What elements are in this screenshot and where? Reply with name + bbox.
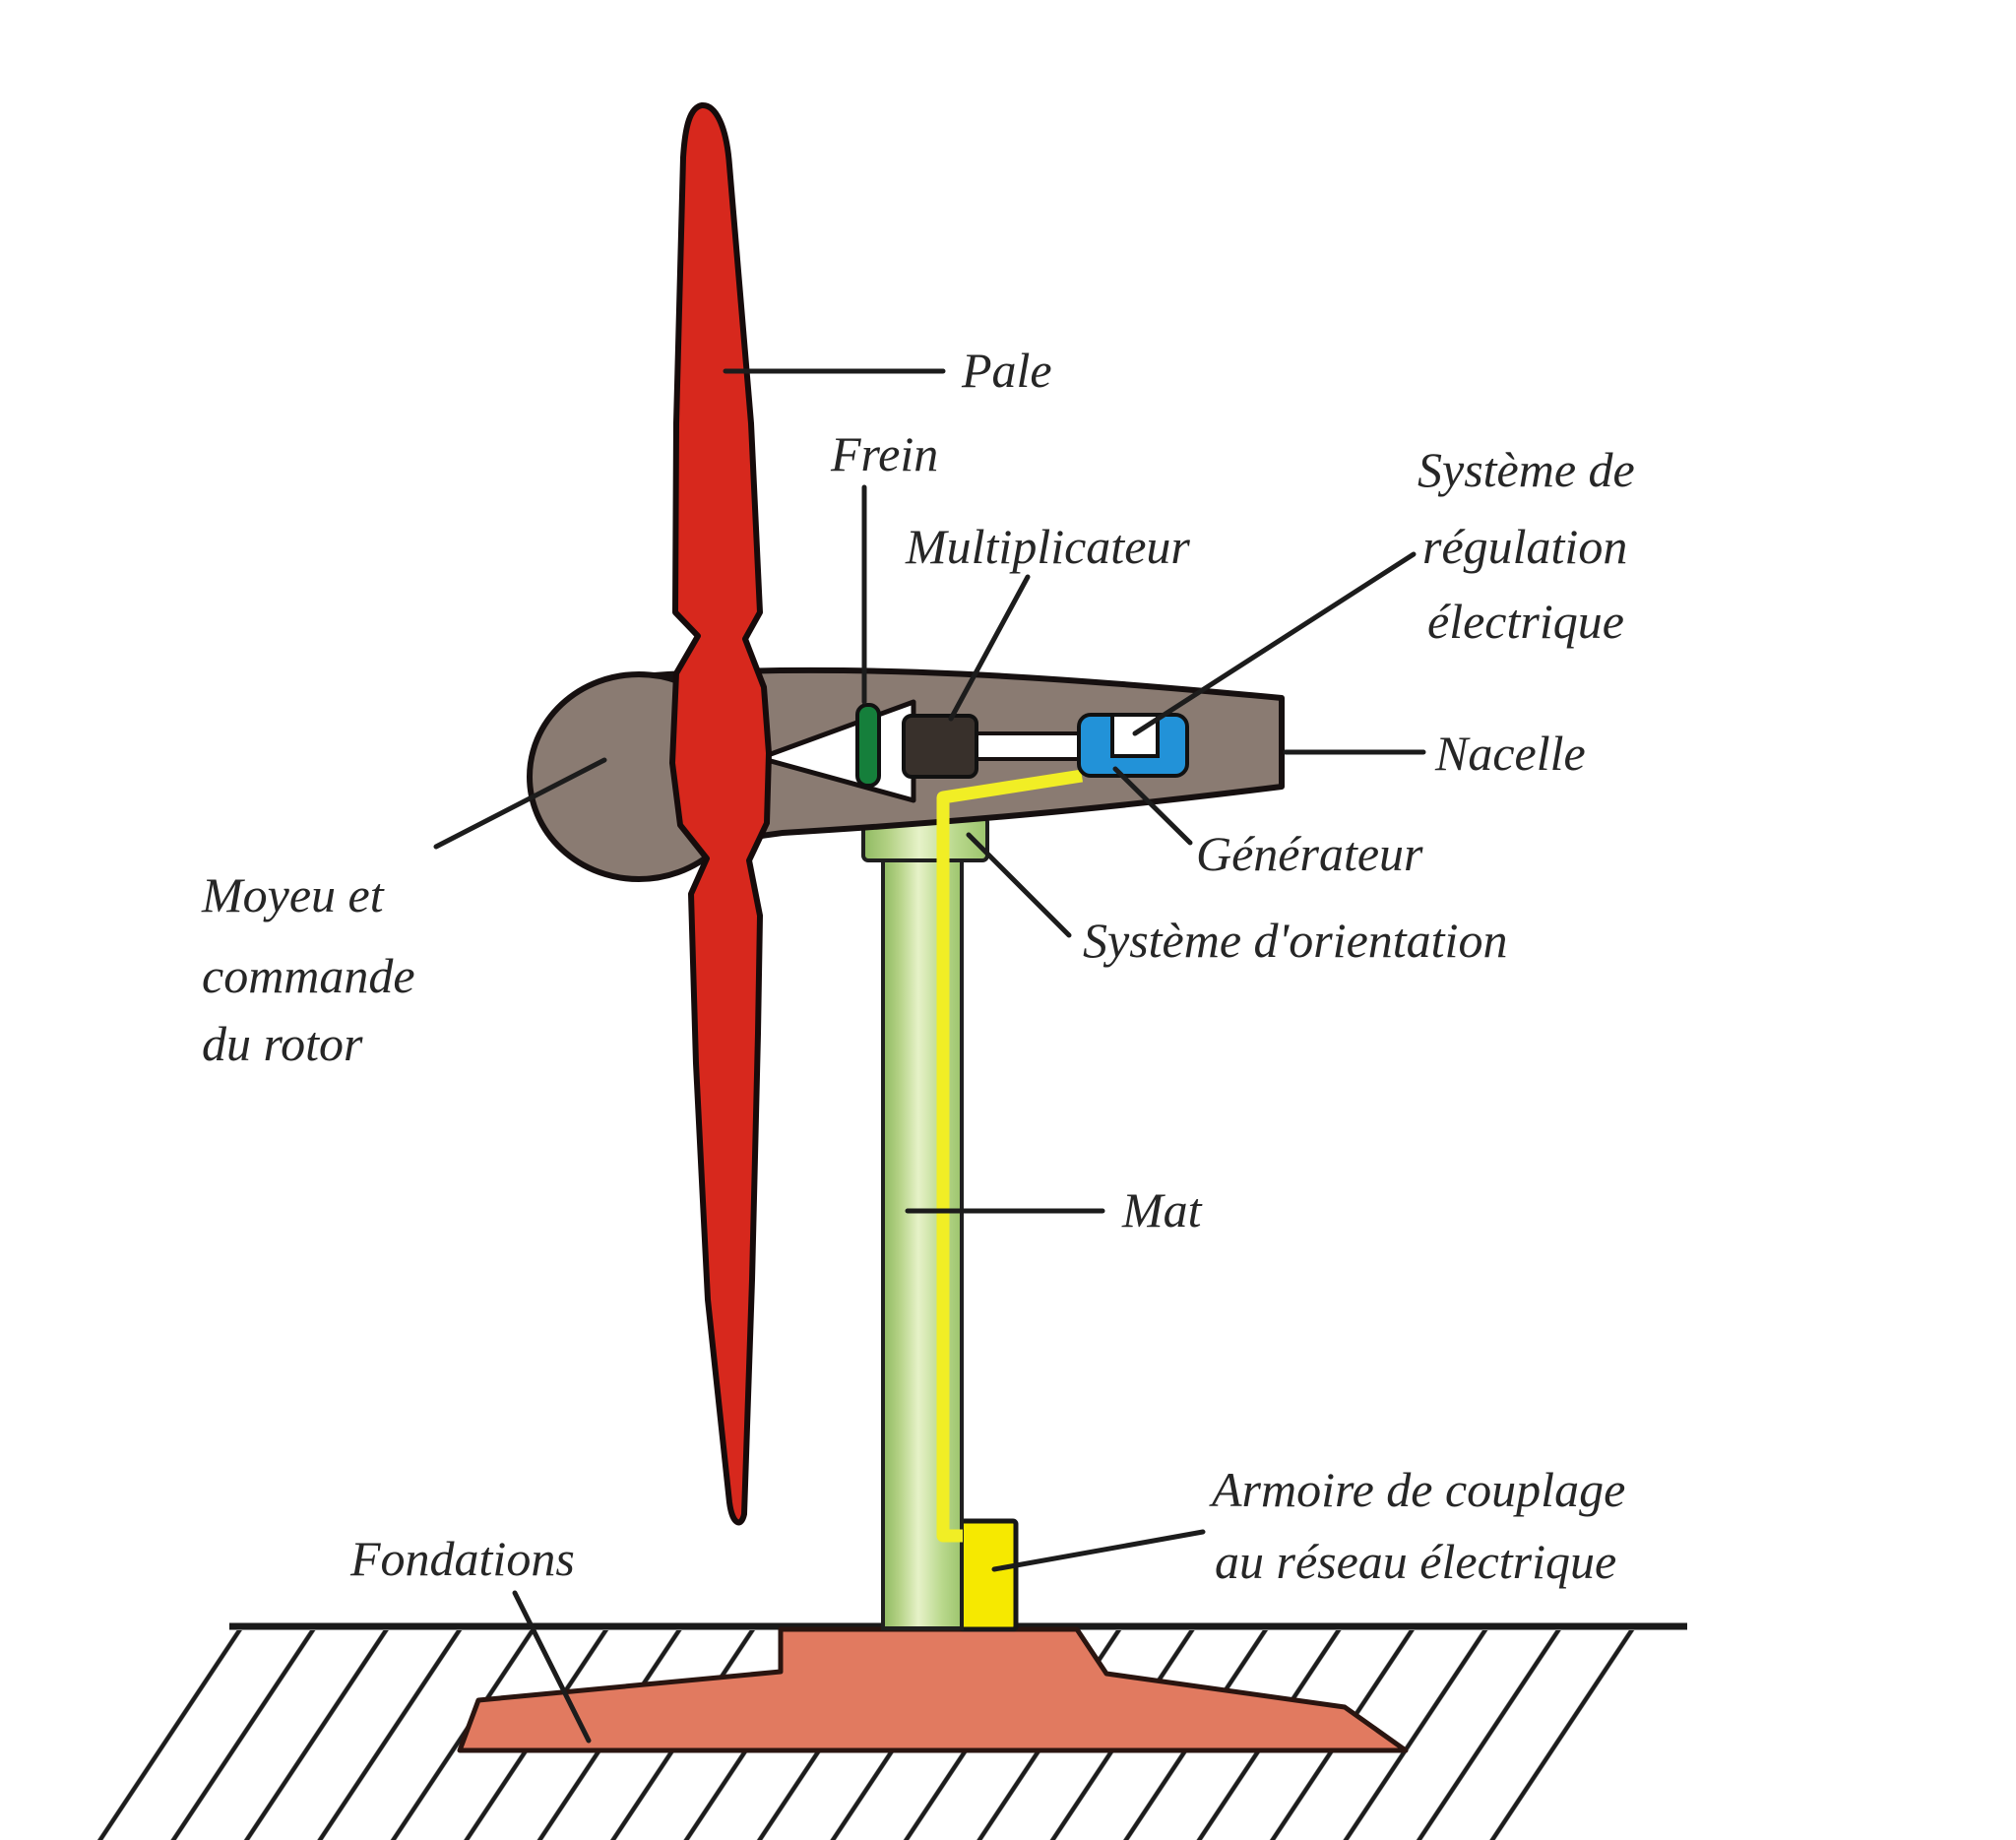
leader-moyeu — [433, 757, 607, 850]
leader-fondations — [512, 1590, 592, 1744]
label-fondations: Fondations — [349, 1531, 575, 1586]
leader-regulation — [1132, 551, 1417, 736]
label-regulation-2: régulation — [1422, 519, 1627, 574]
mast — [881, 857, 964, 1630]
blade — [669, 102, 772, 1526]
gearbox — [902, 714, 978, 779]
label-regulation-1: Système de — [1418, 442, 1635, 497]
label-regulation-3: électrique — [1427, 594, 1624, 649]
label-generateur: Générateur — [1196, 826, 1423, 881]
drive-shaft — [968, 731, 1085, 761]
label-nacelle: Nacelle — [1434, 726, 1586, 781]
leader-orientation — [966, 832, 1072, 938]
power-cable — [936, 769, 1084, 1543]
label-moyeu-2: commande — [202, 948, 415, 1003]
brake-bar — [855, 703, 881, 788]
label-orientation: Système d'orientation — [1083, 913, 1507, 968]
label-frein: Frein — [830, 426, 938, 481]
label-moyeu-1: Moyeu et — [201, 867, 385, 922]
leader-multiplicateur — [948, 574, 1031, 722]
leader-armoire — [991, 1529, 1206, 1572]
grid-cabinet — [958, 1518, 1019, 1632]
label-armoire-2: au réseau électrique — [1215, 1534, 1616, 1589]
leader-lines — [433, 368, 1426, 1744]
label-multiplicateur: Multiplicateur — [905, 519, 1190, 574]
foundation — [457, 1626, 1409, 1753]
label-pale: Pale — [961, 343, 1052, 398]
leader-generateur — [1112, 766, 1193, 846]
label-mat: Mat — [1121, 1182, 1203, 1237]
labels: Pale Frein Multiplicateur Système de rég… — [201, 343, 1635, 1589]
label-moyeu-3: du rotor — [202, 1016, 363, 1071]
label-armoire-1: Armoire de couplage — [1209, 1462, 1625, 1517]
